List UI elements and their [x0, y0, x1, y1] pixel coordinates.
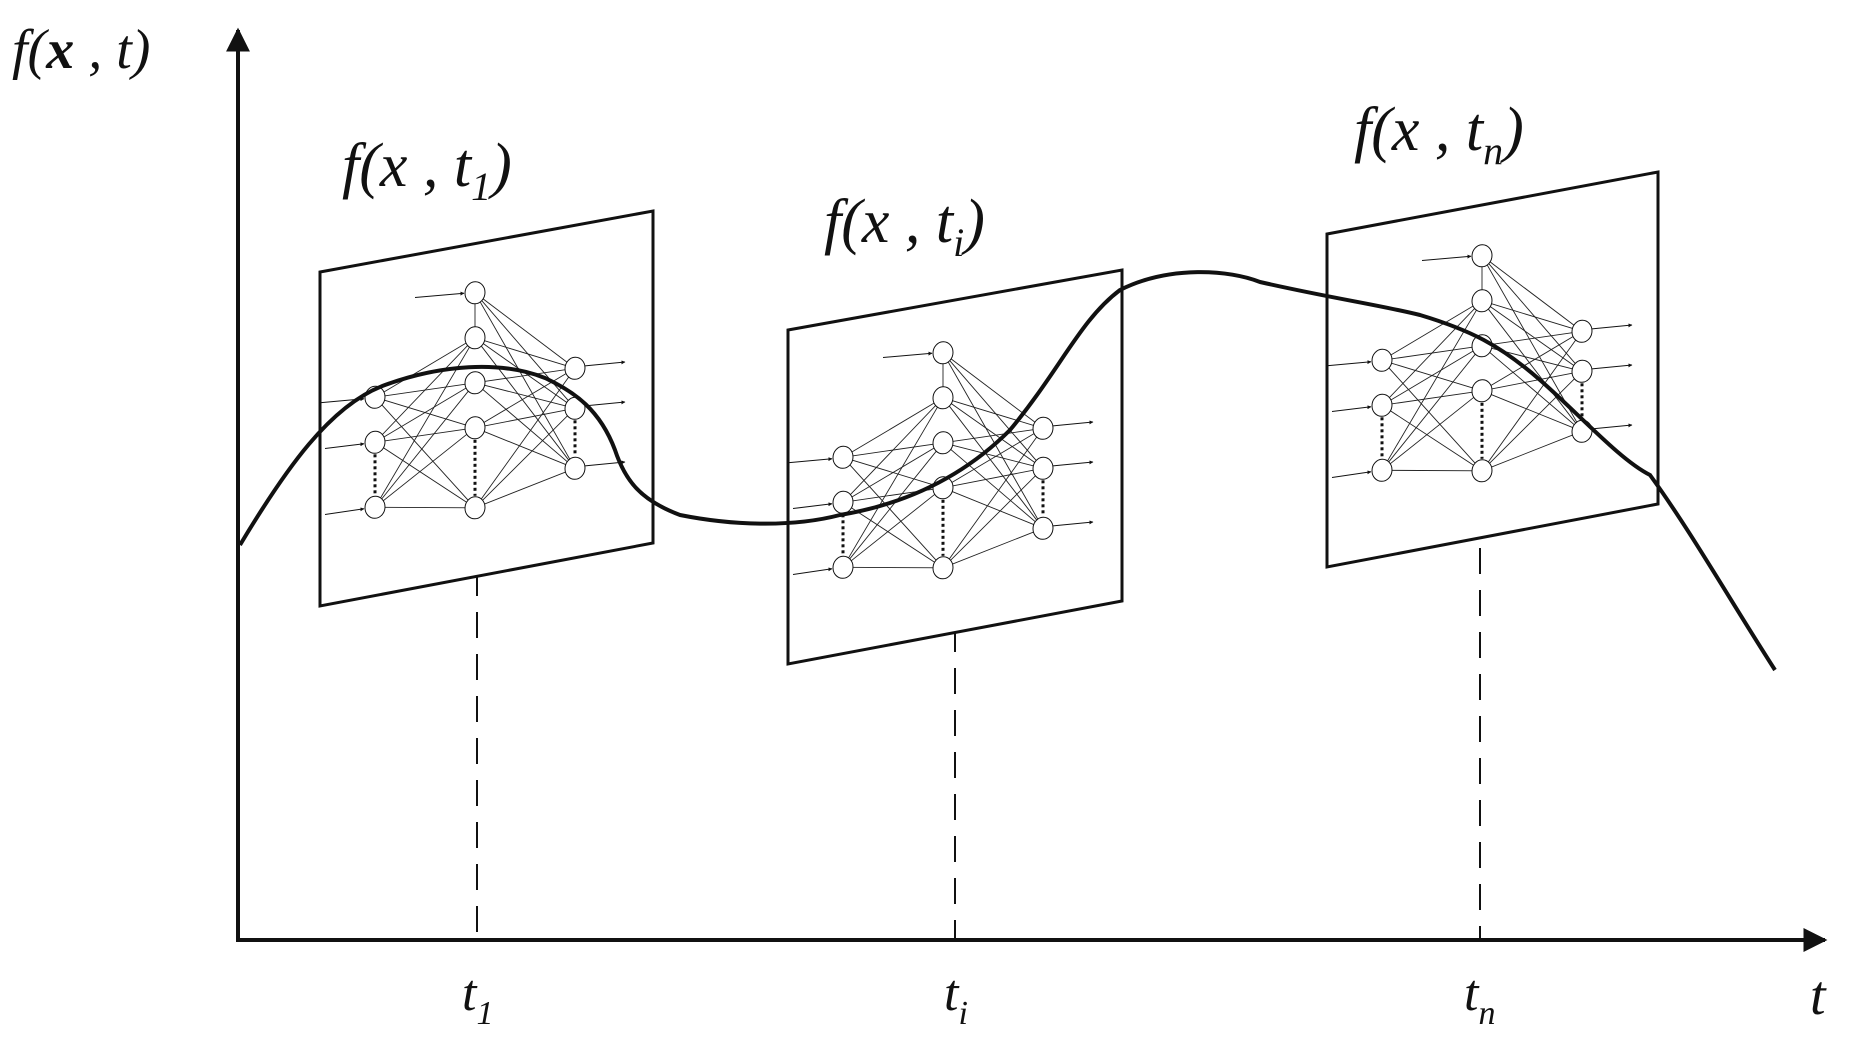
tick-label-t1: t1 — [462, 965, 493, 1032]
x-axis-label: t — [1810, 965, 1827, 1027]
tick-label-ti: ti — [944, 965, 968, 1032]
function-curve — [238, 270, 1777, 672]
panel-tn: f(x , tn) — [1327, 96, 1660, 569]
panel-title-tn: f(x , tn) — [1354, 96, 1524, 173]
panel-ti: f(x , ti) — [788, 188, 1124, 666]
panel-t1: f(x , t1) — [320, 132, 655, 608]
y-axis-label: f(x , t) — [12, 19, 150, 81]
panel-title-ti: f(x , ti) — [824, 188, 985, 265]
panel-title-t1: f(x , t1) — [342, 132, 512, 209]
tick-label-tn: tn — [1464, 965, 1495, 1032]
